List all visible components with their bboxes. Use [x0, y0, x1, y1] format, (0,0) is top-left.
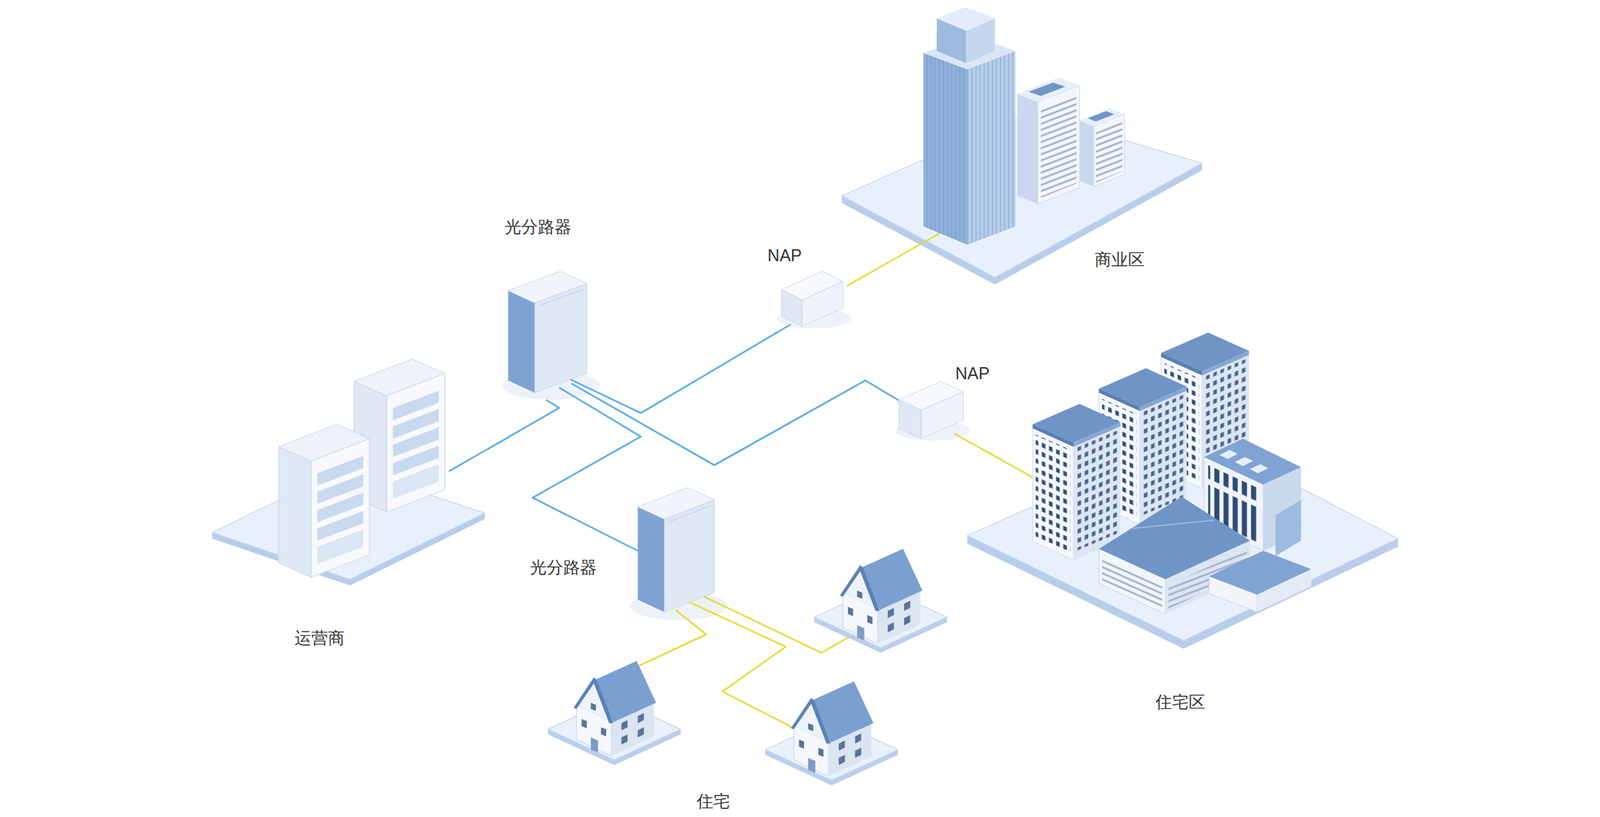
- device-node: NAP: [760, 242, 847, 332]
- nap-box: [898, 381, 963, 439]
- node-label: 住宅区: [1155, 692, 1206, 712]
- node-label: NAP: [767, 245, 802, 266]
- server-cabinets: [278, 359, 445, 578]
- node-label: 运营商: [294, 628, 345, 648]
- residential-buildings: [1032, 332, 1312, 614]
- device-node: 住宅区: [1005, 324, 1400, 720]
- device-node: 运营商: [209, 357, 488, 659]
- splitter-cabinet: [638, 488, 715, 613]
- splitter-cabinet: [508, 271, 587, 393]
- fiber-connector: [532, 400, 641, 516]
- node-label: 光分路器: [504, 216, 572, 237]
- fiber-connector: [596, 331, 779, 414]
- fiber-connector: [666, 624, 706, 654]
- node-label: NAP: [955, 363, 990, 384]
- device-node: 住宅: [546, 653, 904, 817]
- fiber-connector: [488, 400, 560, 450]
- device-node: NAP: [890, 359, 998, 450]
- node-label: 住宅: [696, 791, 730, 812]
- fiber-connector: [596, 380, 890, 466]
- fiber-connector: [981, 449, 1005, 463]
- node-label: 商业区: [1094, 249, 1145, 270]
- fiber-connector: [846, 268, 878, 286]
- nap-box: [781, 271, 843, 327]
- houses: [548, 548, 947, 786]
- device-node: 光分路器: [520, 515, 720, 625]
- fiber-wires: [448, 232, 1033, 731]
- business-buildings: [923, 7, 1125, 246]
- device-node: 光分路器: [494, 209, 597, 400]
- node-label: 光分路器: [530, 557, 597, 578]
- device-node: 商业区: [877, 2, 1204, 281]
